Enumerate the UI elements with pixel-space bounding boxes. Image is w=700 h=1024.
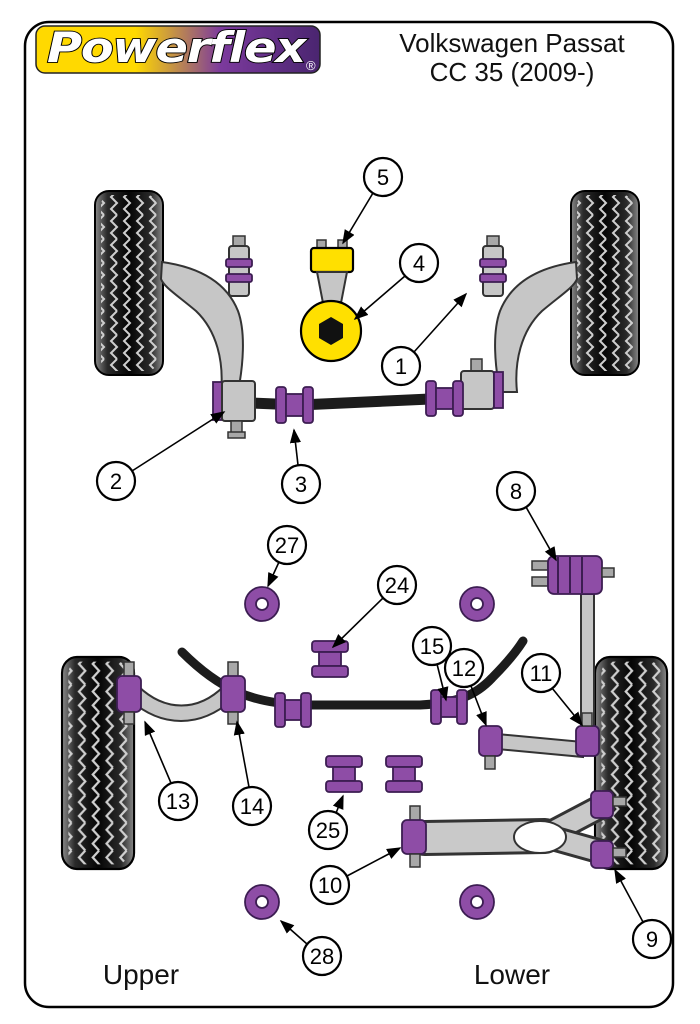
callout-15-number: 15 — [420, 634, 444, 659]
callout-11: 11 — [520, 652, 584, 727]
rear-subframe-bush-upper-right — [459, 586, 495, 622]
rear-upper-arm-left — [116, 661, 246, 725]
callout-28: 28 — [279, 919, 343, 977]
front-arb-bush-right — [425, 380, 464, 417]
callout-8-number: 8 — [510, 479, 522, 504]
callout-4: 4 — [353, 242, 440, 321]
front-right-upper-bush — [479, 235, 507, 297]
rear-upper-arm-inner-bush — [220, 675, 246, 713]
title-line-1: Volkswagen Passat — [399, 28, 625, 58]
rear-top-mount — [531, 555, 615, 595]
rear-arb-bush-left — [274, 692, 312, 728]
rear-toe-inner-bush — [478, 725, 503, 757]
title-line-2: CC 35 (2009-) — [430, 57, 595, 87]
rear-hub-upper-bush — [590, 790, 614, 819]
callout-2: 2 — [95, 411, 226, 502]
label-lower: Lower — [474, 959, 550, 990]
brand-logo: Powerflex ® — [35, 22, 321, 74]
callout-25-number: 25 — [316, 818, 340, 843]
callout-9: 9 — [614, 868, 673, 960]
callout-5: 5 — [342, 156, 404, 245]
callout-10-number: 10 — [318, 873, 342, 898]
callout-10: 10 — [309, 847, 402, 906]
callout-15: 15 — [411, 625, 453, 702]
callout-25: 25 — [307, 794, 349, 851]
front-arb-end-right — [460, 358, 504, 410]
rear-toe-link — [478, 712, 600, 770]
rear-subframe-bush-lower-left — [244, 884, 280, 920]
registered-trademark-symbol: ® — [306, 58, 316, 73]
rear-toe-outer-bush — [575, 725, 600, 757]
callout-14-number: 14 — [240, 794, 264, 819]
rear-subframe-bush-lower-right — [459, 884, 495, 920]
callout-1: 1 — [380, 292, 468, 387]
rear-suspension-diagram — [60, 555, 669, 920]
callout-12-number: 12 — [452, 656, 476, 681]
dogbone-upper-bush — [309, 246, 355, 274]
lower-arm-hole — [513, 820, 567, 854]
callout-12: 12 — [443, 647, 487, 727]
rear-right-tire — [593, 655, 669, 871]
callout-9-number: 9 — [646, 927, 658, 952]
rear-hub-lower-bush — [590, 840, 614, 869]
rear-center-bush-upper — [311, 640, 349, 678]
rear-lower-arm-inner-bush — [401, 819, 427, 855]
callout-3: 3 — [280, 428, 322, 505]
front-left-tire — [94, 190, 164, 376]
callout-3-number: 3 — [295, 472, 307, 497]
callout-24: 24 — [331, 564, 418, 649]
callout-14: 14 — [231, 720, 273, 827]
callouts: 5 4 1 2 3 8 27 — [95, 156, 673, 977]
callout-27: 27 — [266, 524, 308, 588]
front-arb-bush-left — [275, 386, 314, 424]
callout-4-number: 4 — [413, 251, 425, 276]
callout-13-number: 13 — [166, 789, 190, 814]
front-left-upper-bush — [225, 235, 253, 297]
rear-center-bush-left — [325, 755, 363, 793]
callout-13: 13 — [144, 720, 199, 822]
rear-lower-arm — [401, 790, 627, 869]
callout-27-number: 27 — [275, 533, 299, 558]
front-right-tire — [570, 190, 640, 376]
rear-arb-bush-right — [430, 689, 468, 725]
hex-nut — [319, 317, 343, 345]
label-upper: Upper — [103, 959, 179, 990]
callout-24-number: 24 — [385, 573, 409, 598]
rear-subframe-bush-upper-left — [244, 586, 280, 622]
front-engine-mount — [299, 239, 363, 363]
callout-1-number: 1 — [395, 354, 407, 379]
callout-8: 8 — [495, 470, 557, 562]
front-suspension-diagram — [94, 190, 640, 439]
callout-2-number: 2 — [110, 469, 122, 494]
rear-center-bush-right — [385, 755, 423, 793]
logo-background — [35, 25, 321, 74]
callout-5-number: 5 — [377, 165, 389, 190]
front-arb-end-left — [212, 380, 256, 439]
callout-28-number: 28 — [310, 944, 334, 969]
callout-11-number: 11 — [530, 661, 553, 686]
logo-wordmark: Powerflex — [47, 23, 308, 72]
page-title: Volkswagen Passat CC 35 (2009-) — [399, 28, 625, 87]
rear-upper-arm-outer-bush — [116, 675, 142, 713]
